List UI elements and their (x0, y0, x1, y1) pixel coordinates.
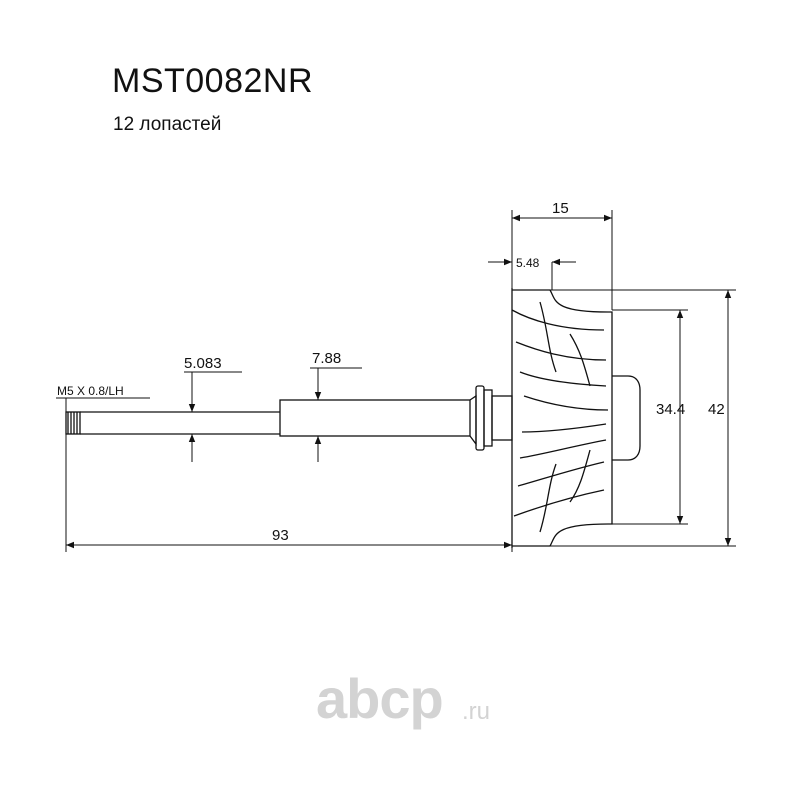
thin-shaft (80, 411, 280, 435)
part-number-title: MST0082NR (112, 62, 314, 100)
inner-diameter-label: 34.4 (656, 401, 685, 418)
watermark-brand: abcp (316, 667, 444, 730)
wheel-width-label: 15 (552, 200, 569, 217)
threaded-tip (65, 411, 81, 435)
outer-diameter-label: 42 (708, 401, 725, 418)
wheel-offset-label: 5.48 (516, 256, 540, 270)
journal-diameter-label: 7.88 (312, 350, 341, 367)
overall-length-label: 93 (272, 527, 289, 544)
blade-count-subtitle: 12 лопастей (113, 114, 222, 135)
compressor-wheel (511, 288, 641, 548)
watermark-tld: .ru (462, 698, 491, 725)
shaft-journal (279, 385, 513, 451)
shaft-diameter-label: 5.083 (184, 355, 222, 372)
thread-label: M5 X 0.8/LH (57, 384, 124, 398)
